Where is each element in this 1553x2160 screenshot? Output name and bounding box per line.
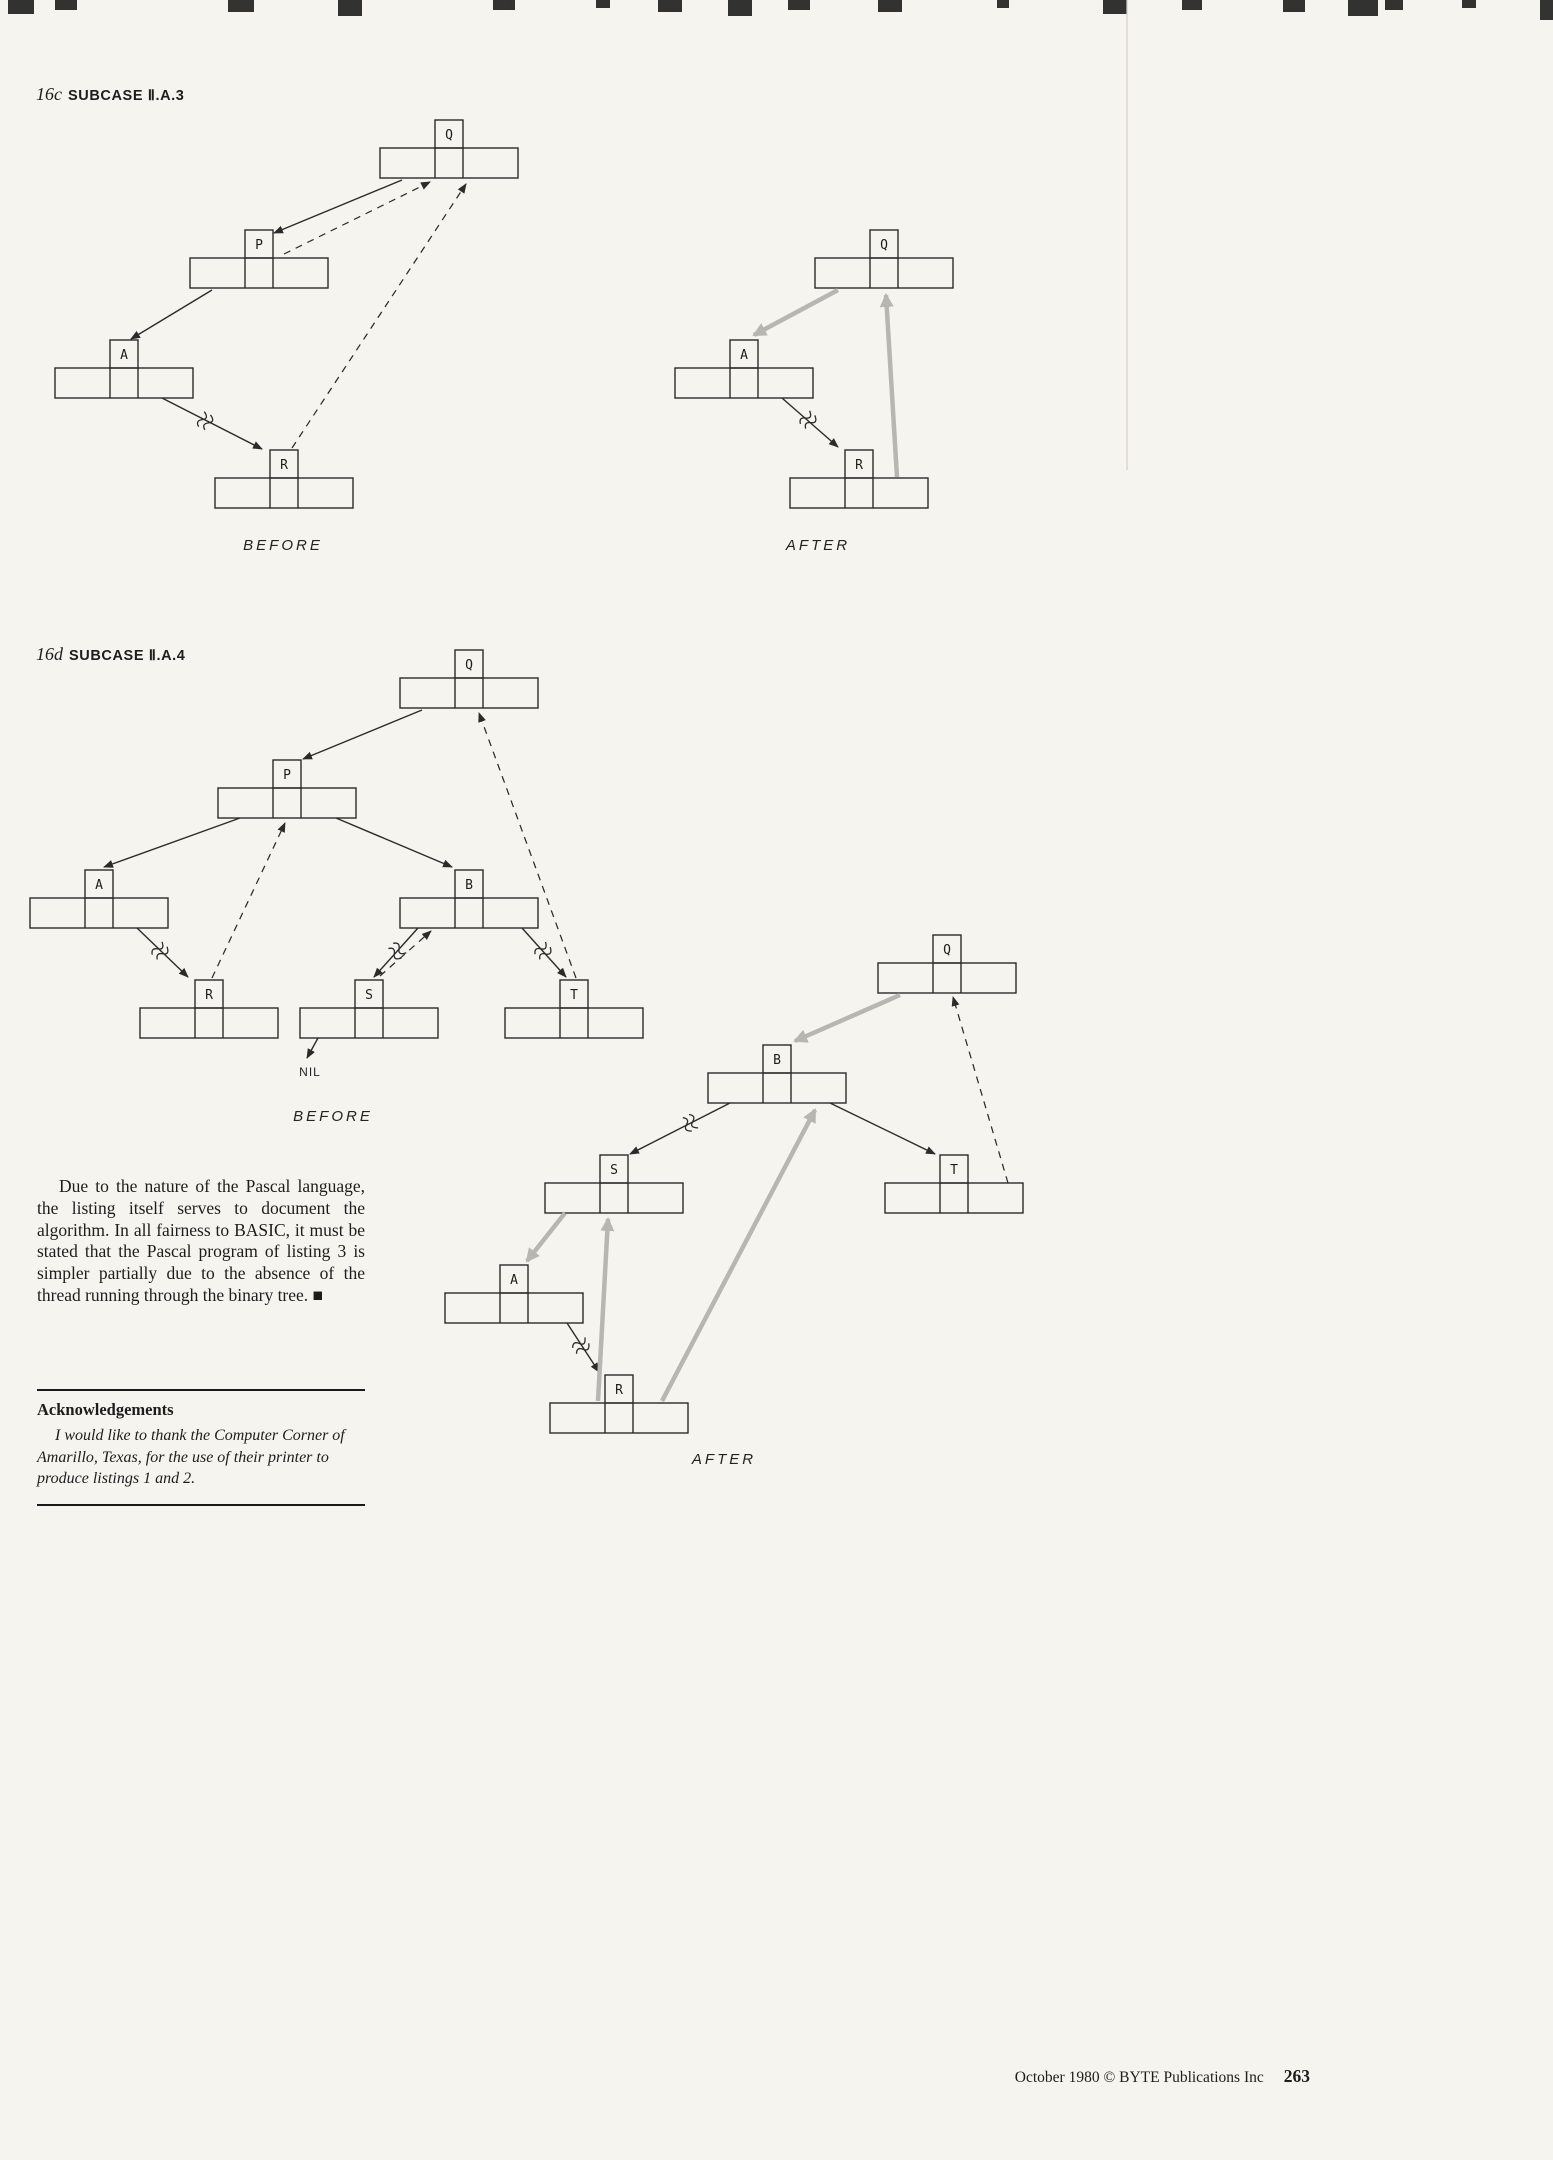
page-footer: October 1980 © BYTE Publications Inc 263 <box>700 2066 1310 2087</box>
thread-r-to-q <box>291 183 467 449</box>
arrow-q-to-p <box>302 709 423 760</box>
node-label: P <box>255 238 263 253</box>
node-s: S <box>299 979 439 1039</box>
break-mark <box>570 1335 592 1357</box>
node-q: Q <box>877 934 1017 994</box>
node-label: T <box>570 988 578 1003</box>
thread-t-to-q <box>951 996 1009 1184</box>
after-caption: AFTER <box>785 537 850 554</box>
node-b: B <box>399 869 539 929</box>
thread-t-to-q <box>478 712 577 979</box>
node-label: S <box>610 1163 618 1178</box>
node-b: B <box>707 1044 847 1104</box>
new-link-r-to-q <box>879 293 900 478</box>
break-mark <box>195 410 216 432</box>
node-q: Q <box>379 119 519 179</box>
figure-title: SUBCASE Ⅱ.A.3 <box>68 88 185 104</box>
figure-number: 16d <box>36 644 63 664</box>
arrow-b-to-t <box>521 927 567 978</box>
node-label: R <box>855 458 863 473</box>
acknowledgements-heading: Acknowledgements <box>37 1400 174 1419</box>
node-label: R <box>205 988 213 1003</box>
arrow-a-to-r <box>136 927 189 978</box>
node-t: T <box>504 979 644 1039</box>
figure-16d-heading: 16d SUBCASE Ⅱ.A.4 <box>36 644 185 665</box>
arrow-p-to-a <box>103 817 241 868</box>
before-caption: BEFORE <box>293 1108 373 1125</box>
new-link-q-to-a <box>752 288 840 337</box>
figure-number: 16c <box>36 84 62 104</box>
node-p: P <box>189 229 329 289</box>
figure-16d-before: Q P A B <box>29 649 644 1125</box>
figure-16c-heading: 16c SUBCASE Ⅱ.A.3 <box>36 84 184 105</box>
new-link-s-to-a <box>525 1211 567 1263</box>
figure-16c-after: Q A R AFTER <box>674 229 954 554</box>
body-paragraph: Due to the nature of the Pascal language… <box>37 1176 365 1305</box>
node-label: R <box>615 1383 623 1398</box>
figure-16d-after: Q B S T <box>444 934 1024 1468</box>
node-label: A <box>510 1273 518 1288</box>
arrow-a-to-r <box>161 397 263 450</box>
new-link-r-to-s <box>595 1217 615 1402</box>
node-r: R <box>549 1374 689 1434</box>
node-a: A <box>54 339 194 399</box>
node-a: A <box>674 339 814 399</box>
arrow-b-to-t <box>829 1102 936 1155</box>
acknowledgements-text: I would like to thank the Computer Corne… <box>37 1427 345 1487</box>
thread-r-to-p <box>211 822 286 979</box>
nil-label: NIL <box>299 1065 321 1079</box>
arrow-s-to-nil <box>306 1037 319 1059</box>
thread-s-to-b <box>379 930 432 977</box>
node-label: R <box>280 458 288 473</box>
node-t: T <box>884 1154 1024 1214</box>
arrow-p-to-b <box>335 817 453 868</box>
node-q: Q <box>399 649 539 709</box>
new-link-q-to-b <box>793 992 901 1044</box>
scan-artifacts <box>8 0 1553 470</box>
node-label: Q <box>465 658 473 673</box>
figure-16c-before: Q P A R <box>54 119 519 554</box>
node-r: R <box>789 449 929 509</box>
node-label: A <box>120 348 128 363</box>
node-label: A <box>740 348 748 363</box>
node-label: A <box>95 878 103 893</box>
node-label: P <box>283 768 291 783</box>
footer-credit: October 1980 © BYTE Publications Inc <box>1014 2069 1264 2086</box>
node-label: Q <box>445 128 453 143</box>
node-s: S <box>544 1154 684 1214</box>
arrow-b-to-s <box>373 927 419 978</box>
before-caption: BEFORE <box>243 537 323 554</box>
after-caption: AFTER <box>691 1451 756 1468</box>
node-p: P <box>217 759 357 819</box>
new-link-r-to-b <box>660 1108 817 1403</box>
node-r: R <box>214 449 354 509</box>
arrow-a-to-r <box>566 1322 600 1373</box>
node-label: S <box>365 988 373 1003</box>
node-a: A <box>29 869 169 929</box>
node-label: T <box>950 1163 958 1178</box>
node-q: Q <box>814 229 954 289</box>
arrow-p-to-a <box>130 289 213 340</box>
node-label: B <box>773 1053 781 1068</box>
page-number: 263 <box>1283 2066 1310 2086</box>
node-a: A <box>444 1264 584 1324</box>
node-r: R <box>139 979 279 1039</box>
acknowledgements-section: Acknowledgements I would like to thank t… <box>37 1389 365 1506</box>
node-label: Q <box>880 238 888 253</box>
figure-title: SUBCASE Ⅱ.A.4 <box>69 648 186 664</box>
arrow-q-to-p <box>273 179 403 234</box>
node-label: Q <box>943 943 951 958</box>
node-label: B <box>465 878 473 893</box>
thread-p-to-q <box>283 181 431 255</box>
arrow-b-to-s <box>629 1102 731 1155</box>
